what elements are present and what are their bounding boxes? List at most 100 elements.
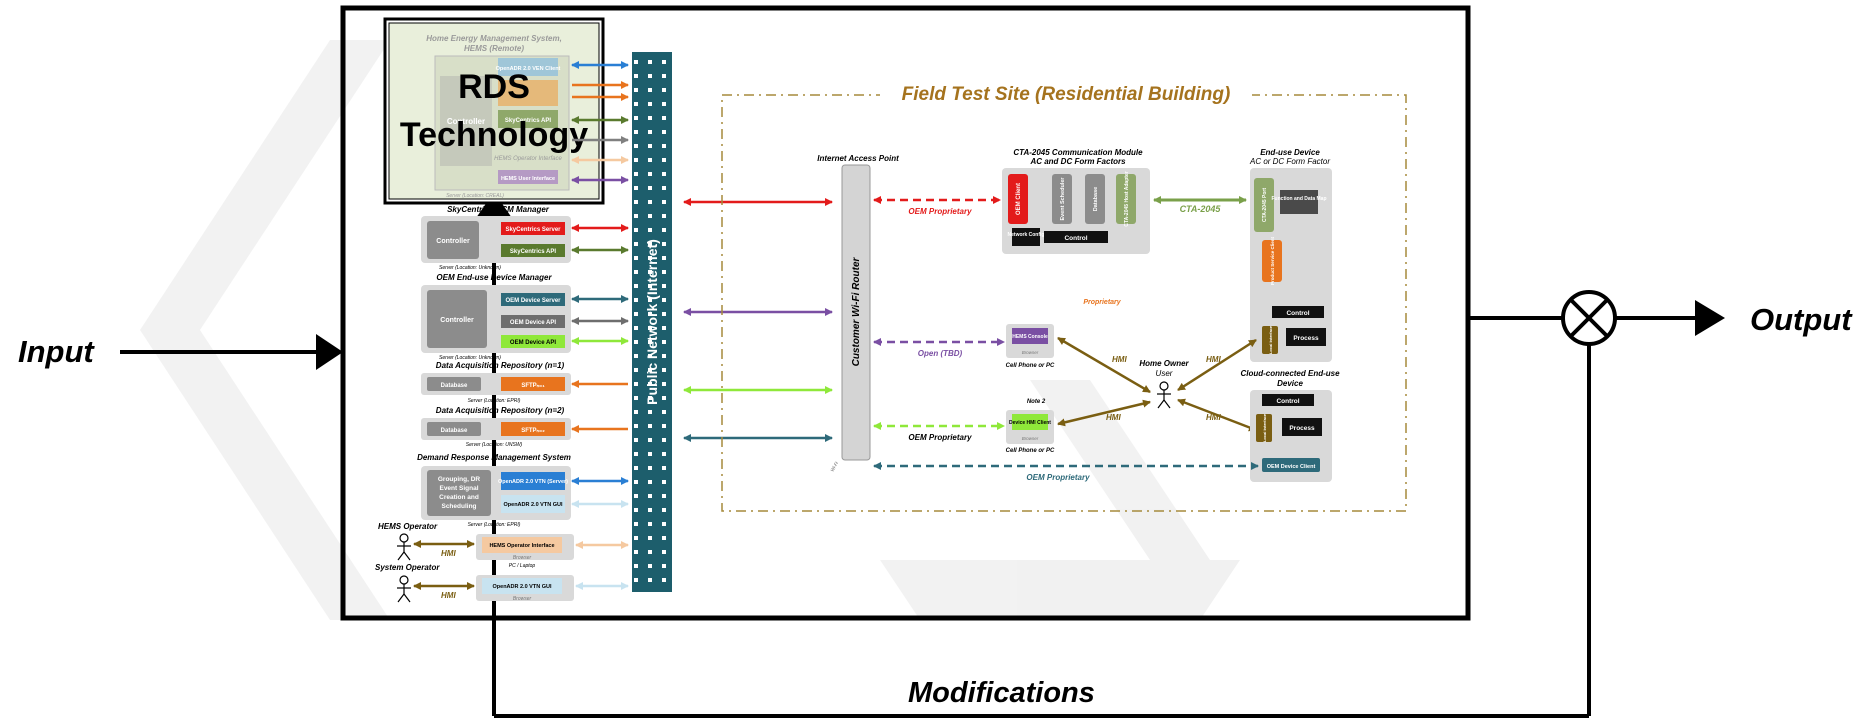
- phone1-label: Cell Phone or PC: [1006, 363, 1055, 369]
- field-test-site-title: Field Test Site (Residential Building): [902, 84, 1231, 105]
- oem-device-api-2: OEM Device API: [510, 340, 556, 346]
- system-operator-browser: Browser: [513, 596, 532, 602]
- cloud-local-interface: Local Interface: [1262, 413, 1267, 442]
- phone-device-hmi: Device HMI Client Browser Cell Phone or …: [1006, 410, 1055, 454]
- feedback-arrowhead: [476, 192, 512, 218]
- oem-manager: OEM End-use Device Manager Controller OE…: [421, 273, 571, 361]
- input-label: Input: [18, 334, 95, 369]
- cta-control: Control: [1064, 235, 1087, 242]
- oem-manager-server-loc: Server (Location: Unknown): [439, 355, 501, 361]
- cta-event-scheduler: Event Scheduler: [1060, 177, 1066, 221]
- hems-module-skycentrics-label: SkyCentrics API: [505, 118, 551, 124]
- cta-host-adapter: CTA-2045 Host Adapter: [1124, 171, 1130, 226]
- hmi-label-3: HMI: [1206, 355, 1221, 364]
- dar2-title: Data Acquisition Repository (n=2): [436, 406, 565, 415]
- drms-title: Demand Response Management System: [417, 453, 571, 462]
- drms: Demand Response Management System Groupi…: [417, 453, 571, 528]
- hems-module-ven-label: OpenADR 2.0 VEN Client: [496, 66, 561, 72]
- skycentrics-server-module: SkyCentrics Server: [505, 227, 561, 233]
- open-tbd: Open (TBD): [918, 349, 963, 358]
- enduse-process: Process: [1293, 335, 1319, 342]
- drms-block-1: Grouping, DR: [438, 476, 481, 483]
- oem-proprietary-3: OEM Proprietary: [1026, 473, 1090, 482]
- oem-device-server: OEM Device Server: [505, 298, 561, 304]
- dar2-database: Database: [441, 428, 468, 434]
- network-to-site: [683, 198, 833, 442]
- skycentrics-title: SkyCentrics DCM Manager: [447, 205, 550, 214]
- hems-module-user-label: HEMS User Interface: [501, 176, 555, 182]
- skycentrics-api-module: SkyCentrics API: [510, 249, 556, 255]
- drms-server-loc: Server (Location: EPRI): [468, 522, 521, 528]
- system-operator-module: OpenADR 2.0 VTN GUI: [493, 584, 552, 590]
- hems-operator-person-icon: [397, 533, 411, 561]
- system-operator-title: System Operator: [375, 563, 440, 572]
- input-arrowhead: [316, 334, 343, 370]
- enduse-function-map: Function and Data Map: [1272, 196, 1327, 202]
- hmi-label-4: HMI: [1206, 413, 1221, 422]
- hmi-links: [1057, 336, 1257, 432]
- drms-block-4: Scheduling: [441, 503, 476, 510]
- output-arrowhead: [1695, 300, 1725, 336]
- hems-module-orange: [498, 80, 558, 106]
- homeowner-1: Home Owner: [1139, 359, 1189, 368]
- dar1-title: Data Acquisition Repository (n=1): [436, 361, 565, 370]
- enduse-title-1: End-use Device: [1260, 148, 1320, 157]
- dashed-links: [873, 196, 1259, 470]
- hems-module-skycentrics: [498, 110, 558, 128]
- phone1-browser: Browser: [1022, 350, 1039, 355]
- overlay-rds: RDS: [458, 68, 530, 106]
- hems-remote-title-2: HEMS (Remote): [464, 44, 524, 53]
- dar-1: Data Acquisition Repository (n=1) Databa…: [421, 361, 571, 404]
- skycentrics-controller: Controller: [436, 238, 470, 245]
- hems-operator-browser: Browser: [513, 555, 532, 561]
- skycentrics-server-loc: Server (Location: Unknown): [439, 265, 501, 271]
- cloud-title-1: Cloud-connected End-use: [1240, 369, 1340, 378]
- cta-title-1: CTA-2045 Communication Module: [1013, 148, 1143, 157]
- hmi-label-1: HMI: [1112, 355, 1127, 364]
- public-network-bar: [632, 52, 672, 592]
- hems-module-user: [498, 170, 558, 184]
- wifi-router: [841, 164, 871, 461]
- oem-manager-title: OEM End-use Device Manager: [436, 273, 552, 282]
- output-label: Output: [1750, 302, 1853, 337]
- dar2-server-loc: Server (Location: UNSW): [466, 442, 523, 448]
- summing-cross-2: [1569, 298, 1609, 338]
- oem-manager-controller: Controller: [440, 317, 474, 324]
- drms-block-3: Creation and: [439, 494, 479, 501]
- oem-proprietary-1: OEM Proprietary: [908, 207, 972, 216]
- dar1-server-loc: Server (Location: EPRI): [468, 398, 521, 404]
- phone2-module: Device HMI Client: [1009, 420, 1051, 426]
- hems-server-label: Server (Location: CREAL): [446, 193, 504, 199]
- cta-oem-client: OEM Client: [1016, 183, 1022, 215]
- public-network-label: Public Network (Internet): [644, 239, 660, 405]
- watermark-chevrons: [140, 40, 1240, 620]
- cta-network-config: Network Config: [1008, 232, 1045, 238]
- cloud-title-2: Device: [1277, 379, 1303, 388]
- rds-outer-box: [340, 5, 1471, 621]
- cta-link-label: CTA-2045: [1180, 204, 1222, 214]
- enduse-device: End-use Device AC or DC Form Factor CTA-…: [1249, 148, 1332, 362]
- drms-vtn-gui: OpenADR 2.0 VTN GUI: [504, 502, 563, 508]
- hmi-label-2: HMI: [1106, 413, 1121, 422]
- hems-remote-title-1: Home Energy Management System,: [426, 34, 562, 43]
- hems-module-operator-label: HEMS Operator Interface: [494, 156, 562, 162]
- phone-hems-console: HEMS Console Browser Cell Phone or PC: [1006, 324, 1055, 369]
- cta2045-module: CTA-2045 Communication Module AC and DC …: [1002, 148, 1150, 254]
- drms-vtn-server: OpenADR 2.0 VTN (Server): [498, 479, 568, 485]
- enduse-product-service: Product Service Client: [1270, 236, 1275, 285]
- note2: Note 2: [1027, 399, 1046, 405]
- proprietary-label: Proprietary: [1083, 299, 1121, 306]
- hems-module-ven: [498, 58, 558, 76]
- cloud-process: Process: [1289, 425, 1315, 432]
- cta-title-2: AC and DC Form Factors: [1029, 157, 1126, 166]
- internet-access-point: Internet Access Point: [817, 154, 899, 163]
- skycentrics-manager: SkyCentrics DCM Manager Controller SkyCe…: [421, 205, 571, 271]
- cloud-oem-client: OEM Device Client: [1267, 464, 1316, 470]
- enduse-control: Control: [1286, 310, 1309, 317]
- oem-device-api-1: OEM Device API: [510, 320, 556, 326]
- homeowner-2: User: [1156, 369, 1173, 378]
- system-operator-hmi: HMI: [441, 591, 456, 600]
- system-operator-person-icon: [397, 575, 411, 603]
- phone1-module: HEMS Console: [1012, 334, 1048, 340]
